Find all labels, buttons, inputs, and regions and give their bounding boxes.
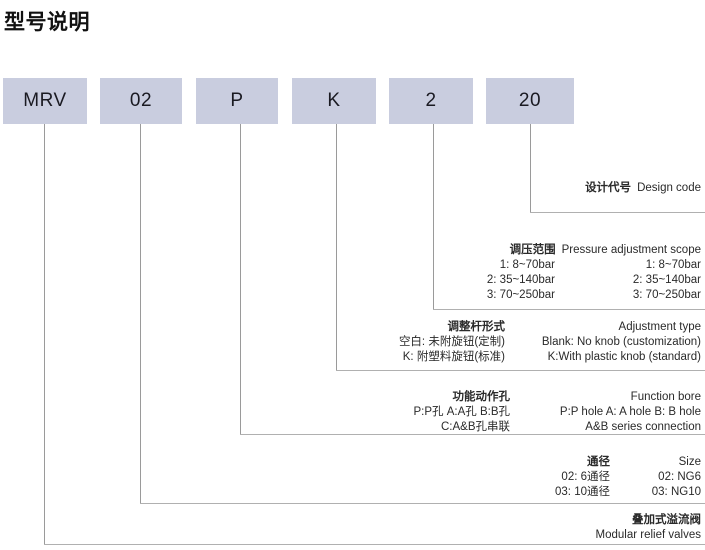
section-title-en: Function bore [630,391,701,403]
option-en: K:With plastic knob (standard) [547,351,701,363]
code-box-knob: K [292,78,376,124]
option-cn: P:P孔 A:A孔 B:B孔 [413,406,511,418]
leader-design-code [530,124,705,213]
leader-modular-relief-valves [44,124,705,545]
section-labels-en: Design code [637,181,701,196]
section-title-cn: 设计代号 [585,182,632,194]
section-pressure-adjustment-scope: 调压范围 Pressure adjustment scope 1: 8~70ba… [380,243,701,303]
option-cn: 1: 8~70bar [499,259,555,271]
section-title-cn: 叠加式溢流阀 [632,514,701,526]
option-cn: 03: 10通径 [555,486,610,498]
section-title-cn: 调压范围 [509,244,556,256]
section-title-cn: 调整杆形式 [447,321,506,333]
leader-size [140,124,705,504]
section-title-en: Modular relief valves [595,529,701,541]
option-en: 1: 8~70bar [645,259,701,271]
leader-horizontal [140,503,705,504]
section-modular-relief-valves: 叠加式溢流阀 Modular relief valves [440,513,701,543]
leader-vertical [240,124,241,435]
option-en: 2: 35~140bar [632,274,701,286]
leader-vertical [140,124,141,504]
option-cn: K: 附塑料旋钮(标准) [402,351,505,363]
option-cn: C:A&B孔串联 [440,421,510,433]
leader-horizontal [530,212,705,213]
option-en: 3: 70~250bar [632,289,701,301]
section-adjustment-type: 调整杆形式 Adjustment type 空白: 未附旋钮(定制) K: 附塑… [280,320,701,365]
section-title-en: Pressure adjustment scope [561,244,701,256]
code-box-size: 02 [100,78,182,124]
option-en: 02: NG6 [658,471,701,483]
leader-vertical [433,124,434,310]
code-box-pressure: 2 [389,78,473,124]
model-code-row: MRV 02 P K 2 20 [0,78,705,124]
section-function-bore: 功能动作孔 Function bore P:P孔 A:A孔 B:B孔 C:A&B… [210,390,702,435]
leader-pressure-adjustment-scope [433,124,705,310]
leader-horizontal [336,370,705,371]
leader-function-bore [240,124,705,435]
section-title-cn: 功能动作孔 [452,391,511,403]
section-title-en: Adjustment type [618,321,701,333]
section-labels-cn: 设计代号 [585,181,637,196]
section-title-en: Design code [637,182,701,194]
section-size: 通径 Size 02: 6通径 03: 10通径 02: NG6 03: NG1… [460,455,701,500]
option-cn: 3: 70~250bar [486,289,555,301]
leader-adjustment-type [336,124,705,371]
section-design-code: 设计代号 Design code [480,181,701,196]
option-cn: 2: 35~140bar [486,274,555,286]
leader-vertical [336,124,337,371]
leader-horizontal [44,544,705,545]
option-cn: 空白: 未附旋钮(定制) [398,336,505,348]
code-box-design: 20 [486,78,574,124]
option-cn: 02: 6通径 [561,471,610,483]
option-en: Blank: No knob (customization) [541,336,701,348]
section-title-cn: 通径 [587,456,610,468]
leader-horizontal [433,309,705,310]
option-en: 03: NG10 [651,486,701,498]
option-en: A&B series connection [585,421,701,433]
code-box-bore: P [196,78,278,124]
leader-horizontal [240,434,705,435]
section-title-en: Size [678,456,701,468]
option-en: P:P hole A: A hole B: B hole [559,406,701,418]
page-title: 型号说明 [4,11,90,34]
leader-vertical [530,124,531,213]
leader-vertical [44,124,45,545]
code-box-series: MRV [3,78,87,124]
